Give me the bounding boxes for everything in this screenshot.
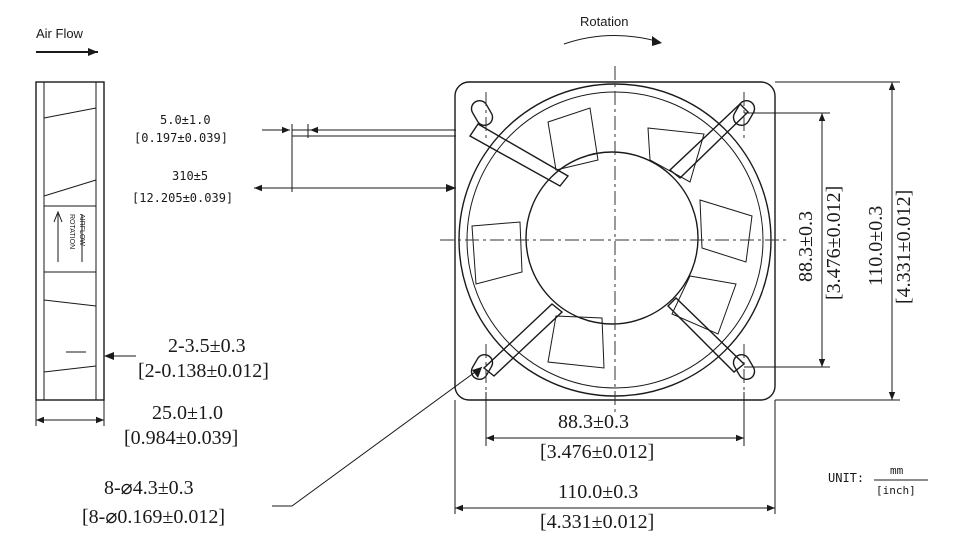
rotation-label: Rotation bbox=[580, 14, 628, 29]
side-blade-bottom bbox=[43, 299, 97, 373]
lead-length-mm: 310±5 bbox=[172, 169, 208, 183]
spoke-bottom-right bbox=[667, 297, 746, 373]
lead-wire-lines bbox=[292, 129, 456, 137]
front-view: Rotation bbox=[440, 14, 790, 414]
width-mm: 110.0±0.3 bbox=[558, 481, 638, 503]
hole-spacing-v-extension bbox=[744, 112, 830, 368]
hole-leader bbox=[272, 366, 483, 507]
spoke-bottom-left bbox=[482, 303, 564, 377]
lead-extension-lines bbox=[291, 124, 309, 192]
thickness-extension-lines bbox=[35, 400, 105, 426]
fan-blade-4 bbox=[671, 275, 737, 335]
unit-note: UNIT: mm [inch] bbox=[828, 464, 928, 497]
hole-mm: 8-⌀4.3±0.3 bbox=[104, 477, 194, 499]
side-label-panel bbox=[43, 205, 97, 273]
hole-spacing-h-mm: 88.3±0.3 bbox=[558, 411, 629, 433]
mount-hole-bottom-right bbox=[732, 353, 756, 381]
lead-wire: 5.0±1.0 [0.197±0.039] 310±5 [12.205±0.03… bbox=[132, 113, 456, 205]
mount-hole-top-right bbox=[732, 99, 756, 127]
hole-spacing-h-in: [3.476±0.012] bbox=[540, 441, 654, 463]
side-rotation-text: ROTATION bbox=[68, 214, 75, 249]
side-screw-in: [2-0.138±0.012] bbox=[138, 360, 269, 382]
unit-mm: mm bbox=[890, 464, 904, 477]
height-mm: 110.0±0.3 bbox=[865, 206, 887, 286]
lead-strip-in: [0.197±0.039] bbox=[134, 131, 228, 145]
thickness-mm: 25.0±1.0 bbox=[152, 402, 223, 424]
mount-hole-bottom-left bbox=[470, 353, 494, 381]
hole-leader-arrow-icon bbox=[472, 367, 482, 378]
width-in: [4.331±0.012] bbox=[540, 511, 654, 533]
fan-blade-3 bbox=[699, 199, 753, 263]
fan-hub bbox=[525, 151, 699, 325]
side-airflow-text: AIRFLOW bbox=[78, 214, 85, 246]
side-housing bbox=[35, 81, 105, 401]
spoke-top-left bbox=[468, 123, 570, 187]
rotation-arrow-icon bbox=[53, 210, 63, 262]
height-extension bbox=[775, 81, 900, 401]
side-screw-arrow-icon bbox=[104, 352, 114, 360]
lead-length-in: [12.205±0.039] bbox=[132, 191, 233, 205]
fan-blade-5 bbox=[547, 315, 605, 369]
hole-spacing-v-in: [3.476±0.012] bbox=[823, 186, 845, 300]
unit-prefix: UNIT: bbox=[828, 471, 864, 485]
side-view: Air Flow ROTATION AIRFLOW 2-3.5±0.3 [2-0… bbox=[35, 26, 269, 449]
side-blade-top bbox=[43, 107, 97, 197]
mount-hole-top-left bbox=[470, 99, 494, 127]
right-dimensions: 88.3±0.3 [3.476±0.012] 110.0±0.3 [4.331±… bbox=[744, 81, 915, 401]
fan-blade-2 bbox=[647, 127, 705, 183]
lead-length-arrow-icon bbox=[446, 184, 456, 192]
air-flow-label: Air Flow bbox=[36, 26, 84, 41]
side-screw-mm: 2-3.5±0.3 bbox=[168, 335, 246, 357]
height-in: [4.331±0.012] bbox=[893, 190, 915, 304]
bottom-dimensions: 88.3±0.3 [3.476±0.012] 110.0±0.3 [4.331±… bbox=[82, 366, 776, 533]
fan-blade-1 bbox=[547, 107, 599, 171]
rotation-arc bbox=[563, 35, 661, 45]
lead-strip-mm: 5.0±1.0 bbox=[160, 113, 211, 127]
rotation-arrow-icon bbox=[652, 36, 662, 46]
air-flow-arrow-icon bbox=[88, 48, 98, 56]
hole-spacing-v-mm: 88.3±0.3 bbox=[795, 211, 817, 282]
hole-in: [8-⌀0.169±0.012] bbox=[82, 506, 225, 528]
fan-blade-6 bbox=[471, 221, 523, 285]
width-extension bbox=[454, 400, 776, 514]
unit-inch: [inch] bbox=[876, 484, 916, 497]
thickness-in: [0.984±0.039] bbox=[124, 427, 238, 449]
